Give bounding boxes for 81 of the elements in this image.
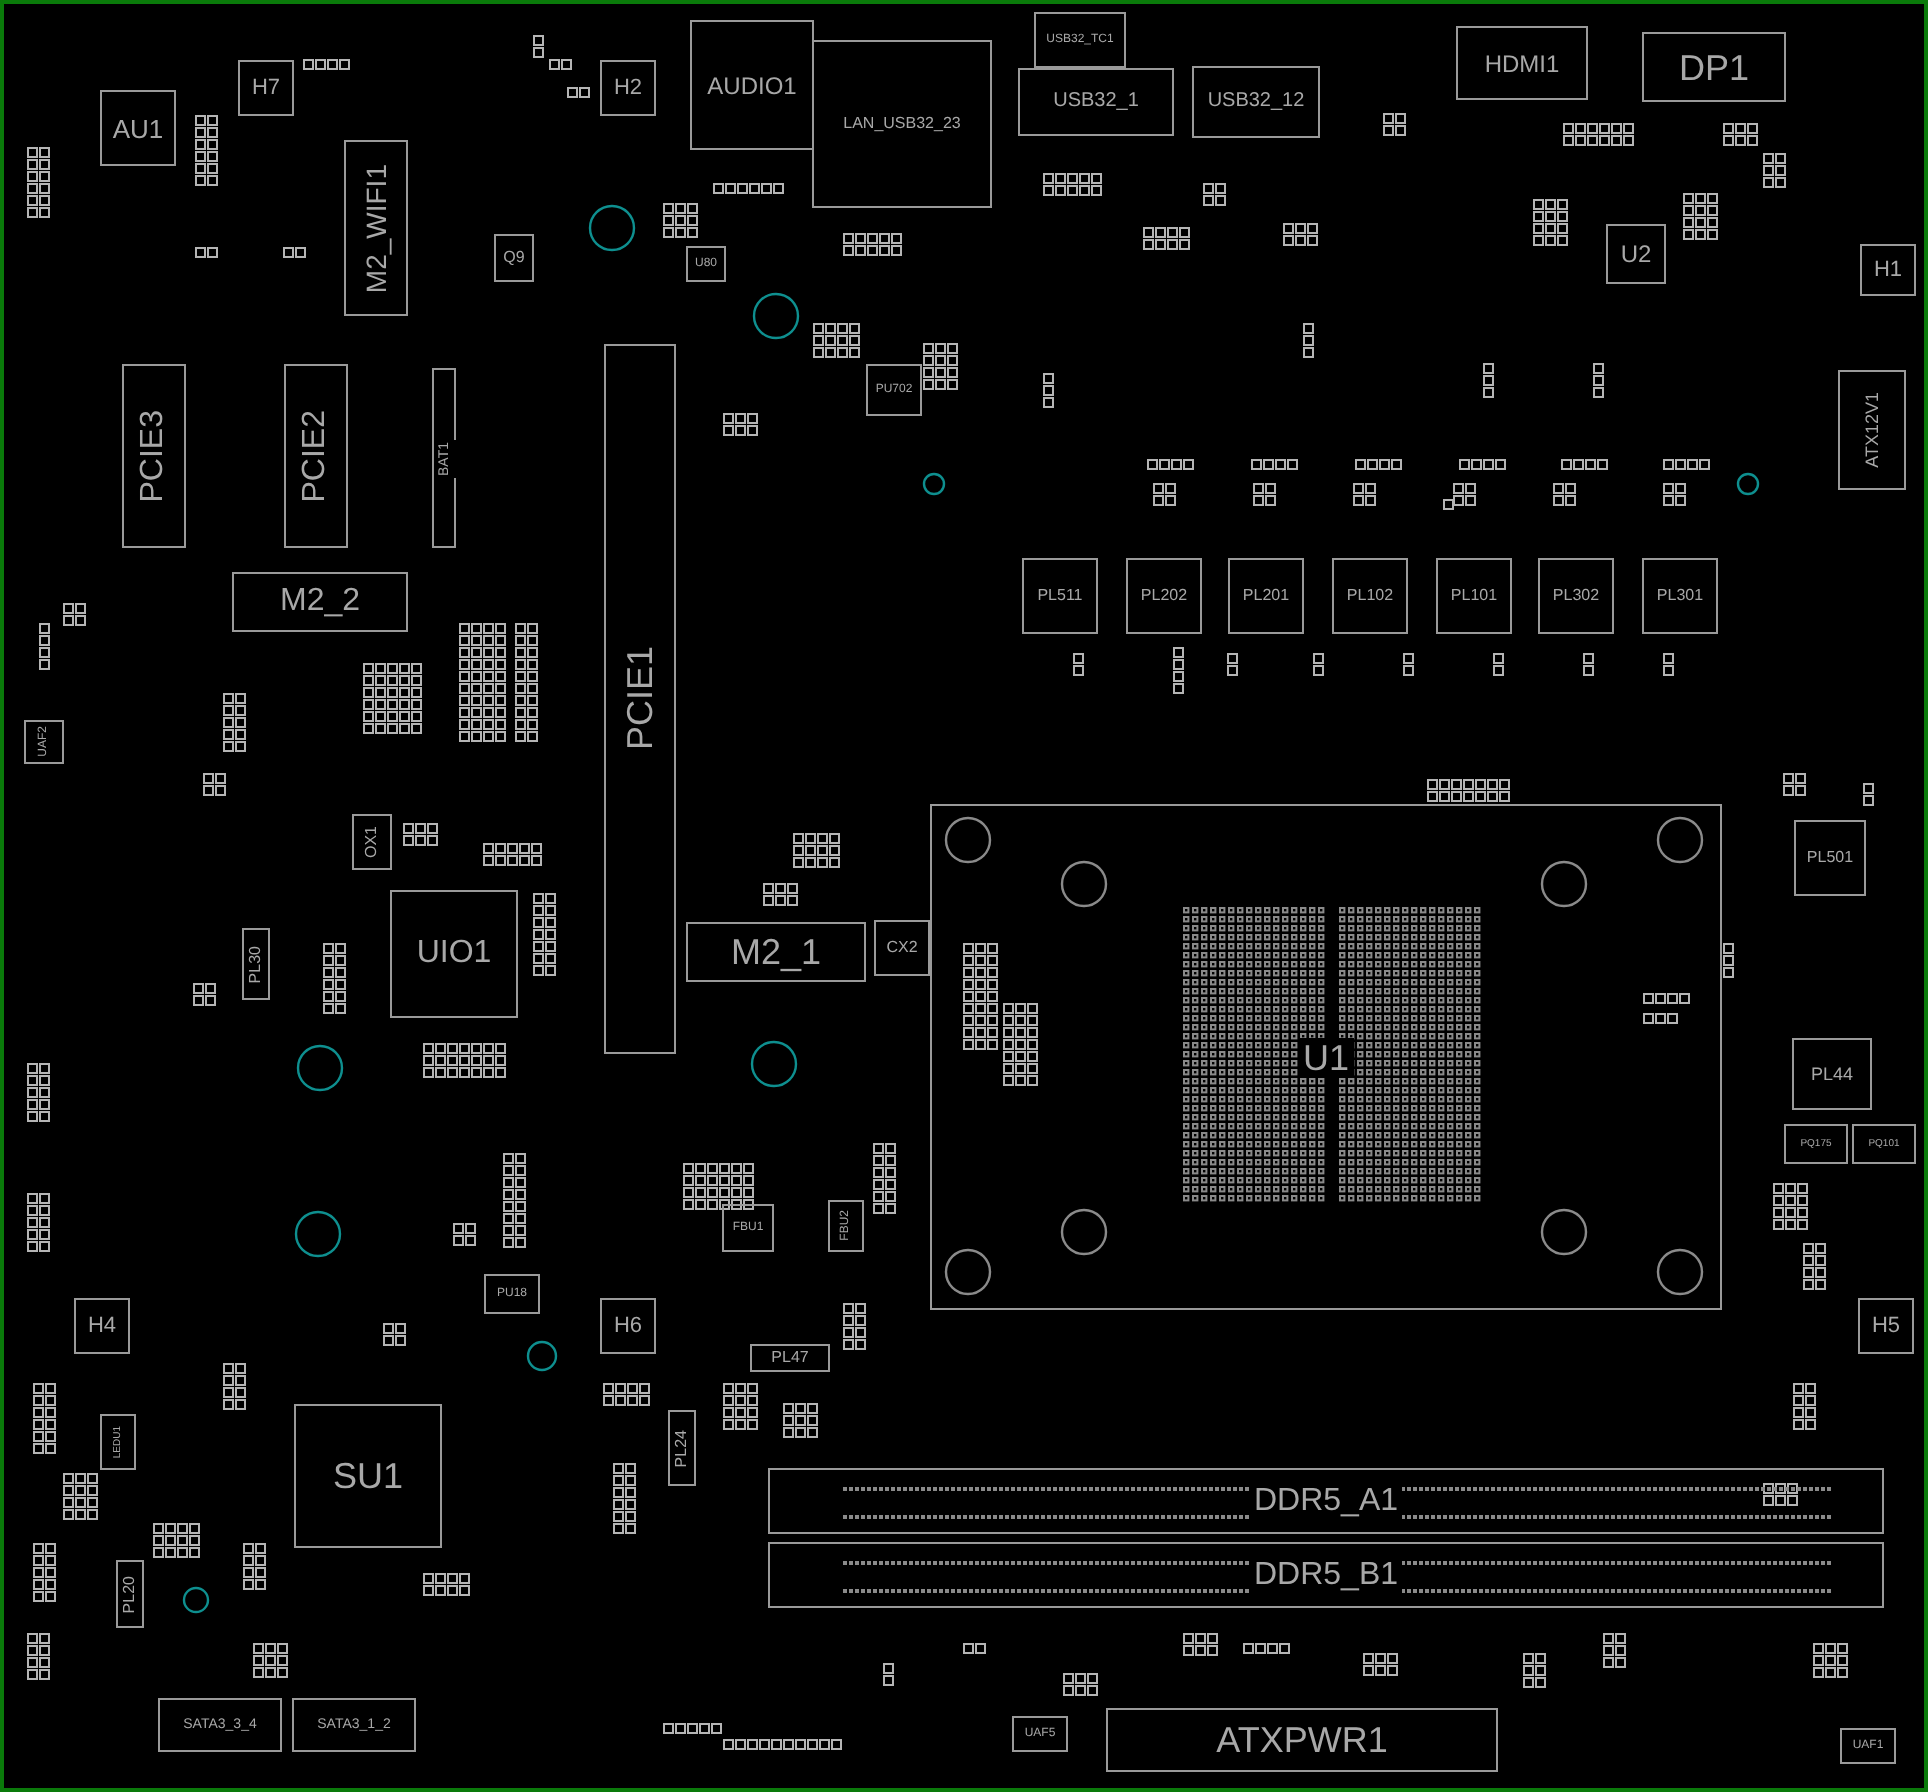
designator-label: PL302 bbox=[1548, 586, 1604, 606]
slot-outline bbox=[344, 140, 408, 316]
component-outline bbox=[874, 920, 930, 976]
memory-slot-outline bbox=[768, 1542, 1884, 1608]
chip-outline bbox=[686, 246, 726, 282]
chip-outline bbox=[1606, 224, 1666, 284]
mounting-hole-outline bbox=[600, 1298, 656, 1354]
designator-label: PL44 bbox=[1806, 1063, 1858, 1085]
chip-outline bbox=[24, 720, 64, 764]
slot-outline bbox=[686, 922, 866, 982]
designator-label: CX2 bbox=[882, 938, 922, 958]
chip-outline bbox=[100, 90, 176, 166]
designator-label: Q9 bbox=[499, 248, 529, 268]
inductor-outline bbox=[116, 1560, 144, 1628]
designator-label: H6 bbox=[609, 1313, 647, 1339]
connector-outline bbox=[1192, 66, 1320, 138]
designator-label: USB32_1 bbox=[1049, 90, 1143, 114]
chip-outline bbox=[866, 364, 922, 416]
slot-outline bbox=[122, 364, 186, 548]
mounting-hole-outline bbox=[1858, 1298, 1914, 1354]
designator-label: PL47 bbox=[767, 1348, 813, 1368]
chip-outline bbox=[722, 1204, 774, 1252]
inductor-outline bbox=[1022, 558, 1098, 634]
designator-label: PL301 bbox=[1652, 586, 1708, 606]
inductor-outline bbox=[1332, 558, 1408, 634]
crystal-outline bbox=[352, 814, 392, 870]
mounting-hole-outline bbox=[1860, 244, 1916, 296]
inductor-outline bbox=[1538, 558, 1614, 634]
chip-outline bbox=[100, 1414, 136, 1470]
chip-outline bbox=[1012, 1716, 1068, 1752]
designator-label: PL201 bbox=[1238, 586, 1294, 606]
designator-label: H5 bbox=[1867, 1313, 1905, 1339]
inductor-outline bbox=[1642, 558, 1718, 634]
slot-outline bbox=[232, 572, 408, 632]
designator-label: U2 bbox=[1616, 240, 1656, 268]
designator-label: DDR5_B1 bbox=[1249, 1557, 1403, 1593]
inductor-outline bbox=[1792, 1038, 1872, 1110]
connector-outline bbox=[690, 20, 814, 150]
battery-holder-outline bbox=[432, 368, 456, 548]
chip-outline bbox=[484, 1274, 540, 1314]
designator-label: PL501 bbox=[1802, 848, 1858, 868]
inductor-outline bbox=[1784, 1124, 1848, 1164]
designator-label: DDR5_A1 bbox=[1249, 1483, 1403, 1519]
connector-outline bbox=[1106, 1708, 1498, 1772]
connector-outline bbox=[1642, 32, 1786, 102]
chip-outline bbox=[390, 890, 518, 1018]
inductor-outline bbox=[1852, 1124, 1916, 1164]
designator-label: USB32_12 bbox=[1203, 90, 1309, 114]
designator-label: U1 bbox=[1298, 1037, 1353, 1077]
chip-outline bbox=[1840, 1728, 1896, 1764]
slot-outline bbox=[604, 344, 676, 1054]
connector-outline bbox=[1034, 12, 1126, 68]
connector-outline bbox=[1838, 370, 1906, 490]
designator-label: AUDIO1 bbox=[703, 71, 801, 99]
inductor-outline bbox=[1228, 558, 1304, 634]
inductor-outline bbox=[1794, 820, 1866, 896]
designator-label: PL511 bbox=[1033, 586, 1087, 606]
connector-outline bbox=[158, 1698, 282, 1752]
designator-label: PL101 bbox=[1446, 586, 1502, 606]
chip-outline bbox=[828, 1200, 864, 1252]
inductor-outline bbox=[1126, 558, 1202, 634]
connector-outline bbox=[1018, 68, 1174, 136]
inductor-outline bbox=[1436, 558, 1512, 634]
memory-slot-outline bbox=[768, 1468, 1884, 1534]
cpu-socket-outline bbox=[930, 804, 1722, 1310]
mounting-hole-outline bbox=[238, 60, 294, 116]
slot-outline bbox=[284, 364, 348, 548]
mounting-hole-outline bbox=[74, 1298, 130, 1354]
inductor-outline bbox=[242, 928, 270, 1000]
inductor-outline bbox=[750, 1344, 830, 1372]
connector-outline bbox=[292, 1698, 416, 1752]
designator-label: LAN_USB32_23 bbox=[839, 114, 965, 134]
connector-outline bbox=[1456, 26, 1588, 100]
designator-label: HDMI1 bbox=[1480, 49, 1564, 77]
inductor-outline bbox=[668, 1410, 696, 1486]
mounting-hole-outline bbox=[600, 60, 656, 116]
designator-label: PL102 bbox=[1342, 586, 1398, 606]
component-outline bbox=[494, 234, 534, 282]
connector-outline bbox=[812, 40, 992, 208]
designator-label: PL202 bbox=[1136, 586, 1192, 606]
chip-outline bbox=[294, 1404, 442, 1548]
